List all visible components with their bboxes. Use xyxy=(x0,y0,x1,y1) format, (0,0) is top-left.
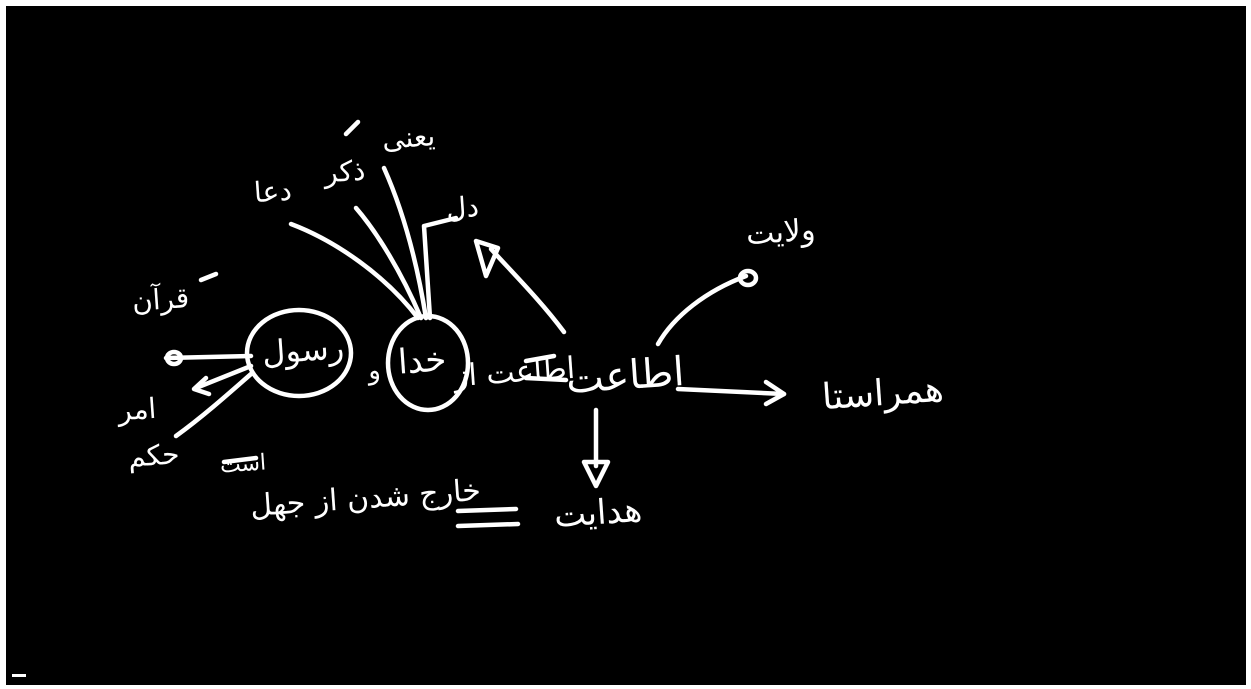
label-branch-a: یعنی xyxy=(380,119,437,156)
label-left-hokm: حکم xyxy=(126,437,181,474)
label-branch-c: دعا xyxy=(252,173,293,210)
equals-top xyxy=(455,506,519,514)
arrow-right-head xyxy=(763,379,787,407)
label-center-left: اطاعت از xyxy=(452,350,577,395)
dash-3 xyxy=(198,271,219,283)
branch-line-1 xyxy=(288,221,421,321)
circle-prophet xyxy=(244,307,354,399)
whiteboard-canvas: اطاعت اطاعت از خدا و رسول یعنی ذکر دعا د… xyxy=(6,6,1246,685)
label-left-quran: قرآن xyxy=(130,281,191,318)
dash-1 xyxy=(221,455,259,465)
label-god: خدا xyxy=(396,339,448,383)
connector-center xyxy=(523,375,569,383)
connector-dash xyxy=(523,353,557,364)
label-bottom-extra: است xyxy=(219,450,267,479)
label-center: اطاعت xyxy=(564,348,686,404)
hand-drawn-strokes xyxy=(163,119,787,529)
label-right-up: ولایت xyxy=(744,212,817,253)
label-branch-b: ذکر xyxy=(322,153,367,190)
link-amr-head xyxy=(191,375,212,397)
branch-line-4 xyxy=(421,215,459,321)
branch-line-2 xyxy=(353,205,424,321)
arrow-right xyxy=(675,386,787,397)
text-cursor xyxy=(12,674,26,677)
label-conj: و xyxy=(366,355,382,387)
label-right: همراستا xyxy=(820,368,945,419)
label-left-amr: امر xyxy=(116,391,158,428)
branch-line-3 xyxy=(381,165,429,321)
label-bottom-result: هدایت xyxy=(552,489,644,537)
arrow-up-right xyxy=(655,273,749,347)
arrow-up-left-head xyxy=(473,238,501,279)
arrow-down-head xyxy=(581,459,611,489)
node-quran xyxy=(164,349,184,367)
label-branch-d: دل xyxy=(444,189,480,226)
equals-bottom xyxy=(455,521,521,529)
label-prophet: رسول xyxy=(260,328,346,372)
arrow-up-left xyxy=(488,246,567,335)
dash-2 xyxy=(343,119,361,137)
arrow-up-right-node xyxy=(737,268,759,288)
link-hokm xyxy=(173,371,254,439)
link-amr xyxy=(193,363,254,391)
